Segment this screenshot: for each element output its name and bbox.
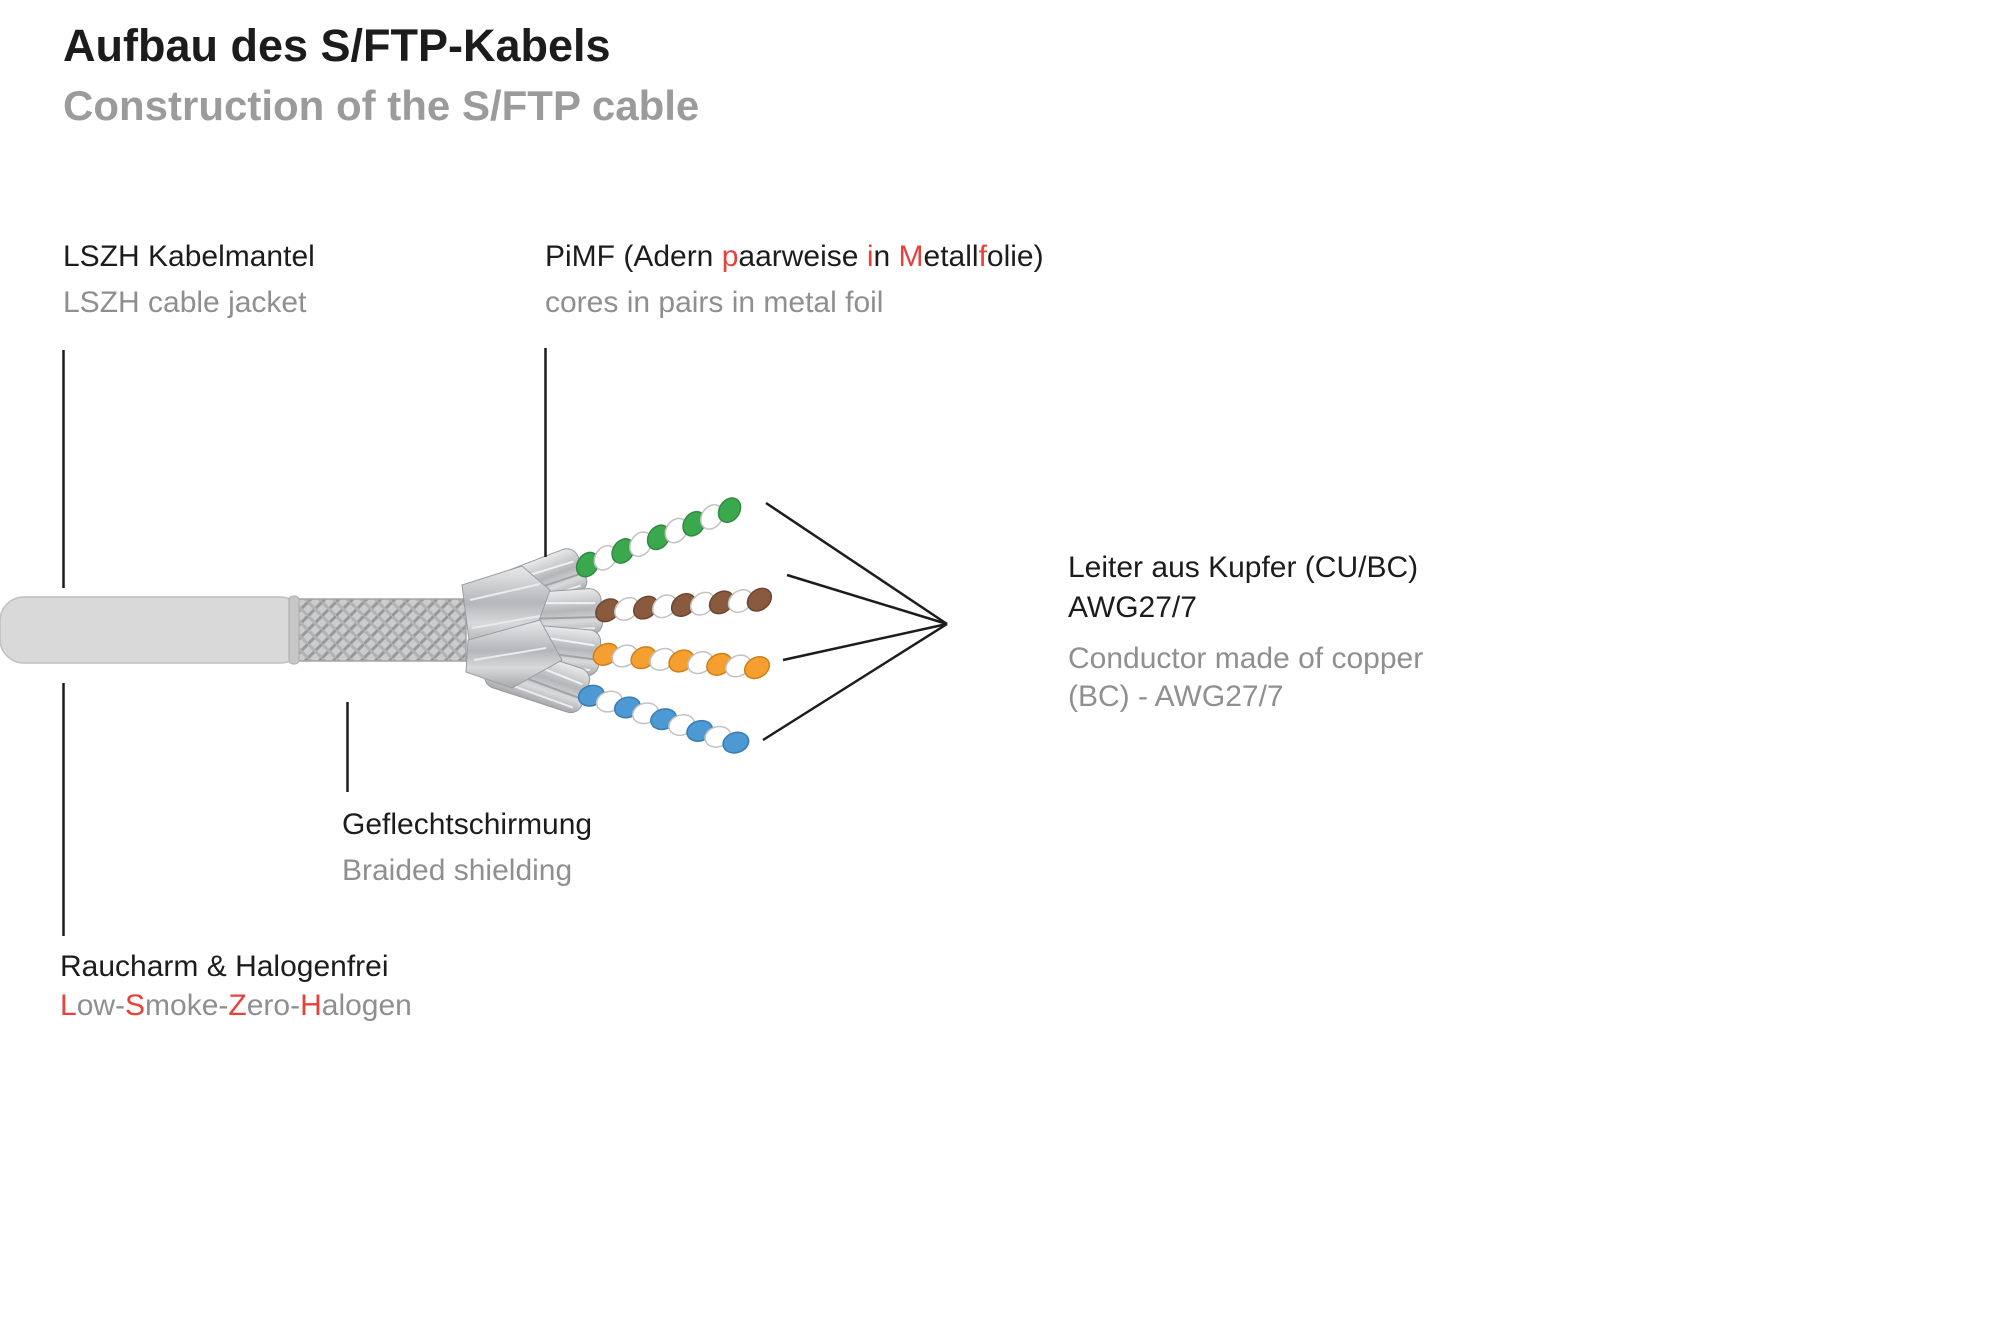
label-lszh: Raucharm & Halogenfrei Low-Smoke-Zero-Ha… [60,948,412,1024]
label-pimf: PiMF (Adern paarweise in Metallfolie) co… [545,238,1044,322]
label-conductor: Leiter aus Kupfer (CU/BC) AWG27/7 Conduc… [1068,548,1423,716]
label-pimf-de: PiMF (Adern paarweise in Metallfolie) [545,238,1044,276]
pimf-segment: aarweise [738,240,867,273]
pimf-segment-red: f [978,240,987,273]
cable-jacket [0,596,305,664]
label-braid: Geflechtschirmung Braided shielding [342,806,592,890]
lszh-segment: alogen [321,989,412,1022]
foil-wrap [461,565,563,689]
label-cable-jacket-de: LSZH Kabelmantel [63,240,315,273]
lszh-segment-red: L [60,989,77,1022]
pimf-segment-red: p [721,240,739,273]
lszh-segment: moke- [145,989,229,1022]
label-braid-en: Braided shielding [342,854,573,887]
lszh-segment-red: Z [228,989,247,1022]
label-conductor-en-line2: (BC) - AWG27/7 [1068,680,1284,713]
pimf-segment-red: M [898,240,924,273]
label-braid-de: Geflechtschirmung [342,808,593,841]
page-title: Aufbau des S/FTP-Kabels [63,20,611,71]
page-subtitle: Construction of the S/FTP cable [63,82,700,129]
label-conductor-de-line1: Leiter aus Kupfer (CU/BC) [1068,551,1419,584]
braided-shield [288,595,467,665]
pimf-segment: n [873,240,899,273]
label-cable-jacket: LSZH Kabelmantel LSZH cable jacket [63,238,315,322]
lszh-segment-red: H [300,989,322,1022]
pimf-segment: olie) [986,240,1044,273]
pimf-segment: PiMF (Adern [545,240,722,273]
lszh-segment: ero- [246,989,301,1022]
lszh-segment-red: S [125,989,146,1022]
label-conductor-de-line2: AWG27/7 [1068,591,1197,624]
label-conductor-en-line1: Conductor made of copper [1068,642,1424,675]
pimf-segment: etall [923,240,979,273]
title-block: Aufbau des S/FTP-Kabels Construction of … [63,20,699,130]
label-cable-jacket-en: LSZH cable jacket [63,286,307,319]
pimf-segment-red: i [866,240,874,273]
label-pimf-en: cores in pairs in metal foil [545,286,884,319]
label-lszh-de: Raucharm & Halogenfrei [60,950,389,983]
conductor-fan-lines [762,501,948,742]
label-lszh-en: Low-Smoke-Zero-Halogen [60,988,412,1024]
lszh-segment: ow- [76,989,126,1022]
